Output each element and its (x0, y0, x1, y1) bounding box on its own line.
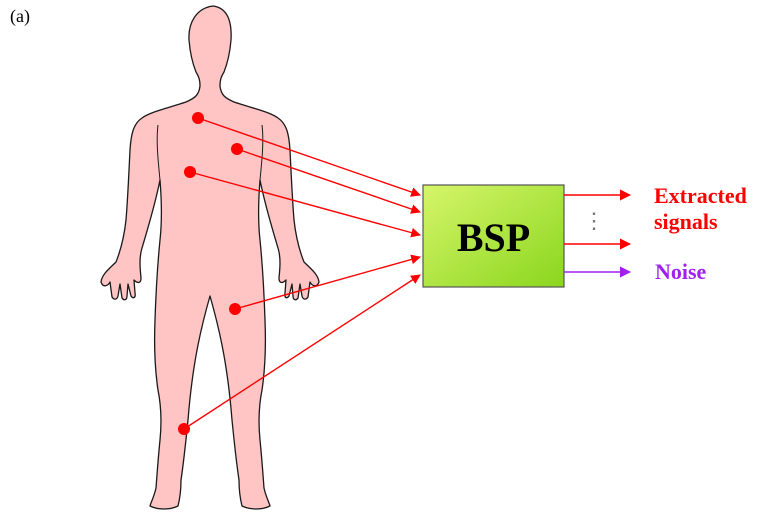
electrode-dot-4 (229, 303, 241, 315)
extracted-label-line1: Extracted (654, 183, 747, 209)
electrode-dot-2 (231, 143, 243, 155)
output-ellipsis: ⋮ (583, 208, 605, 233)
bsp-block-label: BSP (457, 215, 530, 260)
electrode-dot-3 (184, 166, 196, 178)
extracted-signals-label: Extracted signals (654, 183, 747, 235)
body-silhouette (101, 6, 319, 509)
electrode-dot-1 (192, 112, 204, 124)
electrode-dot-5 (178, 423, 190, 435)
human-body-figure (101, 6, 319, 509)
extracted-label-line2: signals (654, 209, 747, 235)
noise-label: Noise (655, 259, 706, 285)
